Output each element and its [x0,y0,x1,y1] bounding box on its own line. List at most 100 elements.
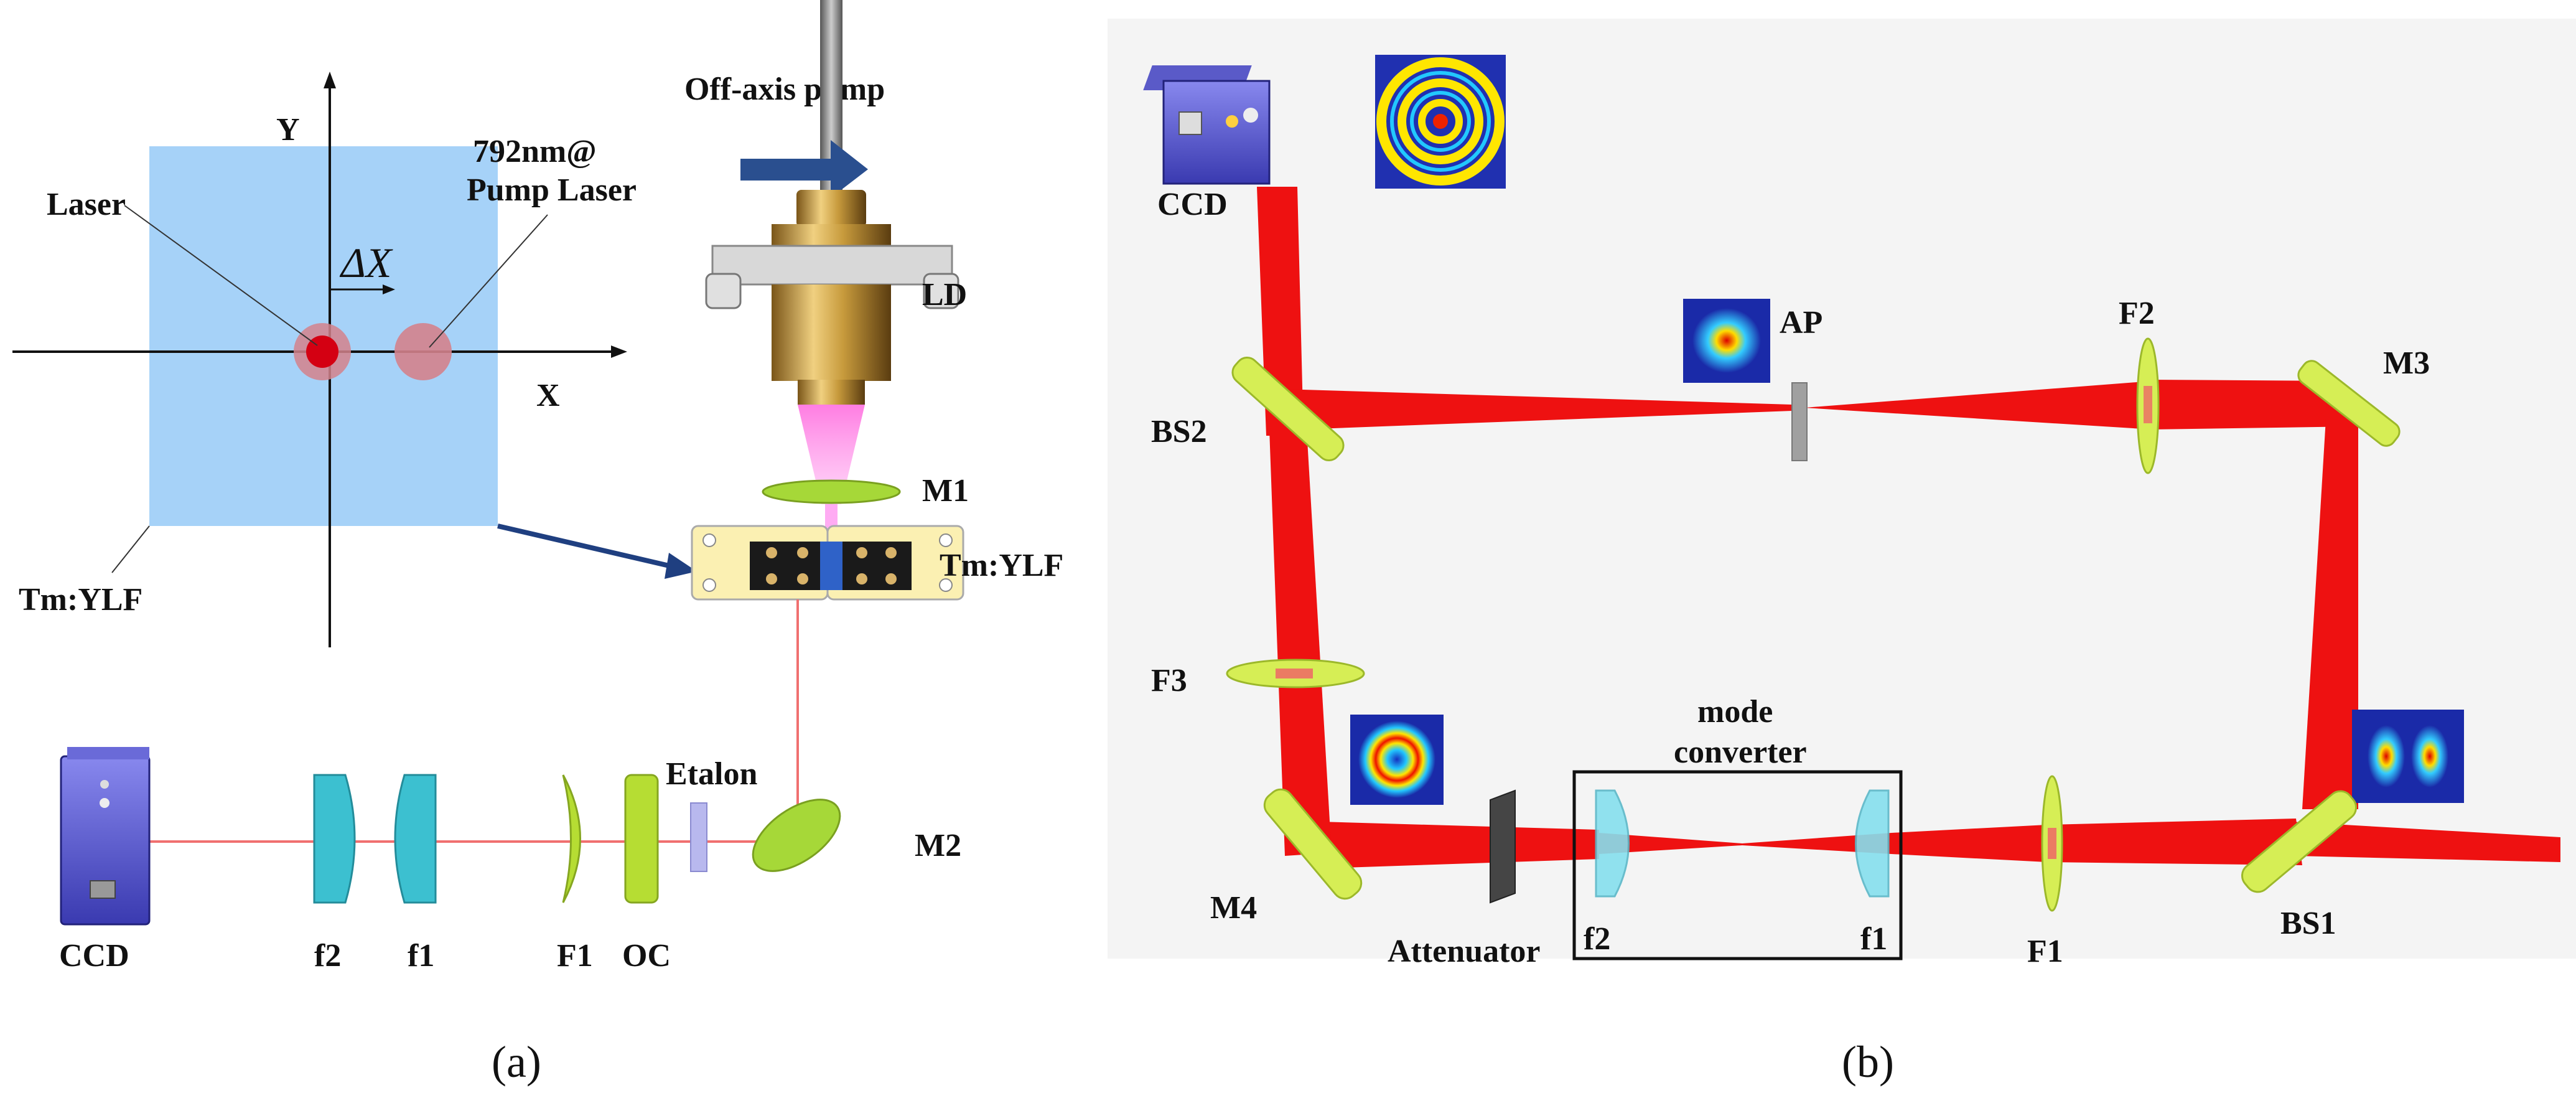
converter-f2-label: f2 [1584,921,1610,957]
ld-label: LD [922,277,967,312]
pump-label-line1: 792nm@ [473,134,597,169]
ccd-led [100,798,110,808]
ccd-side [67,747,149,759]
f1-b-filter-stripe [2048,828,2056,859]
beam-m4-f3 [1269,429,1332,856]
gaussian-spot-image [1683,299,1770,383]
etalon-label: Etalon [666,756,757,792]
pump-cone [798,405,865,504]
pump-title: Off-axis pump [684,72,885,107]
beam-m3-bs1 [2302,398,2358,809]
ccd-b-camera [1162,80,1271,185]
ld-mount-tab-right [923,273,959,309]
ap-label: AP [1780,305,1822,340]
attenuator-label: Attenuator [1388,934,1541,969]
mount-screw-1 [702,533,716,547]
f1-b-label: F1 [2027,934,2063,969]
beam-bs2-ap [1282,389,1792,429]
mount-screw-3 [939,533,953,547]
crystal-leader [111,525,150,573]
hg-mode-image [2352,710,2464,803]
panel-b: CCD AP F2 M3 BS2 F3 [1108,19,2576,1087]
bs1-label: BS1 [2280,906,2336,941]
bs1-splitter [2241,790,2358,893]
panel-a: X Y ΔX Laser 792nm@ Pump Laser Tm:YLF Of… [12,0,1063,1087]
y-axis-label: Y [276,112,300,148]
caption-b: (b) [1842,1037,1894,1087]
m3-label: M3 [2383,345,2430,381]
ld-nozzle [798,380,865,405]
bs2-splitter [1231,356,1345,462]
ccd-b-label: CCD [1157,187,1228,222]
f2-filter-stripe [2144,386,2152,423]
ccd-ethernet [90,880,116,899]
ccd-b-window [1178,111,1202,135]
caption-a: (a) [492,1037,541,1087]
ccd-b-led2 [1243,108,1258,123]
ld-body-upper [772,224,891,249]
converter-label-line1: mode [1697,694,1773,730]
m3-mirror [2297,360,2401,447]
ccd-b-led1 [1226,115,1238,128]
beam-f2-m3 [2150,380,2358,429]
delta-arrow-icon [383,284,395,294]
crystal-label: Tm:YLF [19,582,142,617]
x-axis-arrow-icon [611,345,627,358]
beam-lensf2-m4 [1319,822,1599,868]
laser-label: Laser [47,187,126,222]
mount-screw-2 [702,578,716,592]
ccd-port [100,780,109,789]
f3-filter-stripe [1276,669,1313,678]
f1-lens [394,774,437,904]
holder-screws [766,547,897,584]
m1-label: M1 [922,473,969,509]
f1-lens-label: f1 [408,938,434,974]
m4-mirror [1263,788,1363,900]
etalon-plate [690,802,707,872]
pump-label-line2: Pump Laser [467,172,637,208]
f3-label: F3 [1151,663,1187,698]
f2-lens-label: f2 [314,938,341,974]
ld-collar [796,190,866,227]
converter-f1-lens [1855,789,1890,898]
pump-leader [429,214,548,348]
converter-f2-lens [1595,789,1630,898]
f2-label: F2 [2119,296,2155,331]
zoom-arrow-line [497,523,673,569]
tmylf-crystal [820,542,842,590]
beam-bs1-f1 [2047,819,2302,865]
beam-ap-f2 [1804,381,2153,429]
y-axis-arrow-icon [324,72,336,88]
ld-body-lower [772,284,891,381]
beam-bs1-out [2290,822,2560,862]
f1-filter [562,774,581,903]
oc-mirror [624,774,659,904]
mount-screw-4 [939,578,953,592]
zoom-arrow-icon [665,553,697,579]
mode-converter-box [1572,770,1903,960]
laser-leader [124,205,318,346]
m4-label: M4 [1210,890,1257,926]
delta-x-label: ΔX [339,239,393,286]
ap-aperture [1791,382,1808,461]
spiral-pattern-image [1375,55,1506,189]
converter-label-line2: converter [1674,735,1807,770]
f1-upper-label: F1 [557,938,593,974]
beam-f1-lensf1 [1892,825,2047,862]
m2-mirror [752,799,841,872]
bs2-label: BS2 [1151,414,1207,449]
attenuator-block [1490,789,1516,904]
beam-focus [1599,833,1892,854]
tmylf-label: Tm:YLF [940,548,1063,583]
m2-label: M2 [915,828,961,863]
f2-lens [313,774,356,904]
converter-f1-label: f1 [1860,921,1887,957]
ccd-a-label: CCD [59,938,129,974]
ld-mount [711,245,953,286]
x-axis-label: X [536,378,560,413]
m1-mirror [762,479,901,504]
ld-mount-tab-left [705,273,742,309]
oc-label: OC [622,938,671,974]
pump-direction-arrow-icon [740,140,868,198]
